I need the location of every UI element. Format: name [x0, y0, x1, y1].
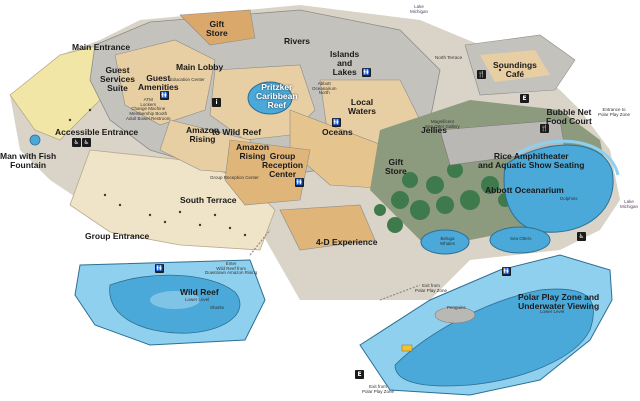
elevator-icon: E	[520, 94, 529, 103]
four-d-theater	[279, 204, 376, 251]
label-to-wild-reef: to Wild Reef	[212, 127, 262, 137]
label-lower-level-1: Lower Level	[185, 297, 210, 302]
label-sea-otters: Sea Otters	[510, 236, 532, 241]
connector-path	[379, 284, 421, 301]
label-south-terrace-sub: Group Reception Center	[210, 175, 259, 180]
restroom-icon-5: 🚻	[502, 267, 511, 276]
restroom-icon-6: 🚻	[155, 264, 164, 273]
soundings-cafe-floor	[480, 50, 550, 82]
label-abbott-oceanarium: Abbott Oceanarium	[485, 185, 564, 195]
label-main-entrance: Main Entrance	[72, 42, 131, 52]
fountain	[29, 134, 41, 146]
oceanarium-pool-edge	[514, 139, 620, 176]
label-oceans: Oceans	[322, 127, 353, 137]
gift-store-top-floor	[179, 9, 256, 46]
label-sharks: Sharks	[210, 305, 225, 310]
accessible-icon-3: ♿	[577, 232, 586, 241]
elevator-icon-2: E	[355, 370, 364, 379]
oceanarium-pool	[503, 144, 614, 233]
label-wild-reef: Wild Reef	[180, 287, 219, 297]
wild-reef-inner	[150, 291, 200, 309]
label-rivers: Rivers	[284, 36, 310, 46]
otter-pool	[489, 226, 551, 254]
info-icon: i	[212, 98, 221, 107]
label-jellies: Jellies	[421, 125, 447, 135]
tree-canopy	[374, 162, 512, 233]
connector-path-2	[249, 229, 271, 256]
food-icon: 🍴	[540, 124, 549, 133]
label-four-d: 4-D Experience	[316, 237, 378, 247]
restroom-icon: 🚻	[160, 91, 169, 100]
restroom-icon-4: 🚻	[362, 68, 371, 77]
polar-zone-pool	[394, 288, 594, 387]
label-lower-level-2: Lower Level	[540, 309, 565, 314]
main-lobby-floor	[114, 39, 216, 126]
label-education-center: Education Center	[170, 77, 205, 82]
label-dolphins: Dolphins	[560, 196, 578, 201]
label-penguins: Penguins	[447, 305, 466, 310]
label-main-lobby: Main Lobby	[176, 62, 224, 72]
restroom-icon-3: 🚻	[295, 178, 304, 187]
accessible-icon-2: ♿	[82, 138, 91, 147]
caribbean-reef-tank	[247, 81, 293, 115]
beluga-pool	[420, 229, 470, 255]
food-icon-2: 🍴	[477, 70, 486, 79]
penguin-habitat	[434, 306, 476, 324]
polar-zone-yellow-feature	[401, 344, 413, 352]
group-reception-floor	[224, 139, 311, 206]
accessible-icon: ♿	[72, 138, 81, 147]
label-south-terrace: South Terrace	[180, 195, 237, 205]
label-north-terrace: North Terrace	[435, 55, 463, 60]
label-accessible-entrance: Accessible Entrance	[55, 127, 139, 137]
label-group-entrance: Group Entrance	[85, 231, 150, 241]
restroom-icon-2: 🚻	[332, 118, 341, 127]
visitor-figures	[68, 68, 502, 237]
